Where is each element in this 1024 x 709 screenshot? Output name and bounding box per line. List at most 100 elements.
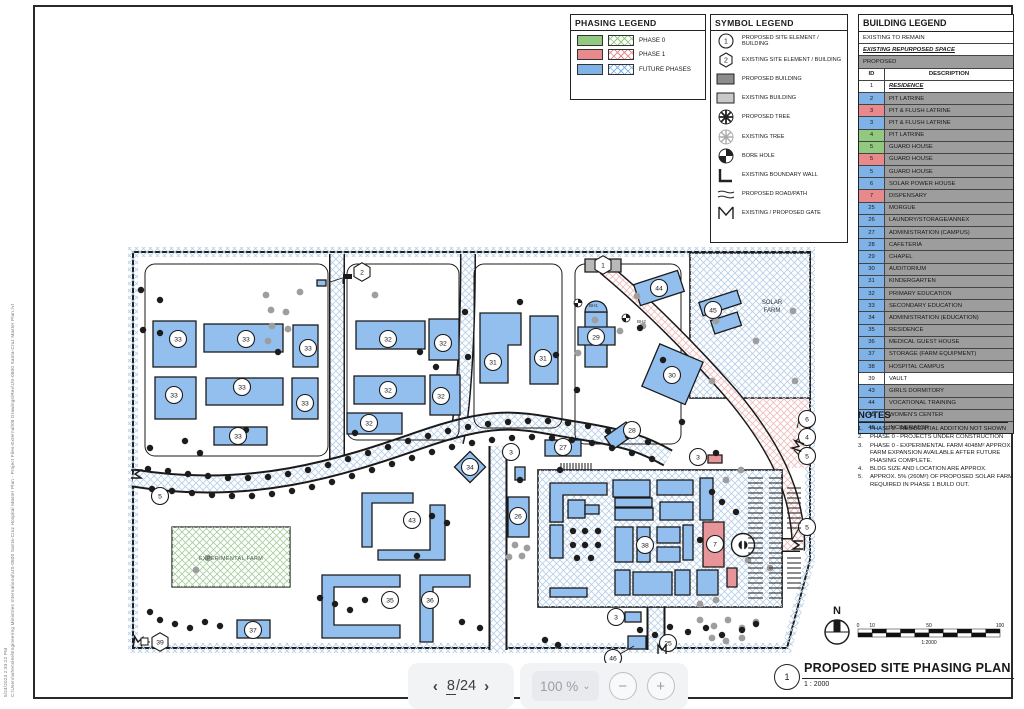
circle-marker-27: 27 [553,437,573,457]
phasing-legend-title: PHASING LEGEND [571,15,705,31]
building-future [549,524,564,559]
building-future [699,477,714,521]
existing-tree-icon [633,292,641,300]
proposed-tree-icon [328,478,336,486]
svg-text:33: 33 [170,392,178,399]
svg-text:35: 35 [386,597,394,604]
existing-tree-icon [752,337,760,345]
phase-label: FUTURE PHASES [639,65,691,73]
svg-text:30: 30 [668,372,676,379]
proposed-tree-icon [556,466,564,474]
circle-marker-34: 34 [460,457,480,477]
symbol-legend-row: PROPOSED TREE [711,108,847,127]
circle-marker-32: 32 [359,413,379,433]
existing-tree-icon [724,616,732,624]
svg-text:33: 33 [304,345,312,352]
phase-hatch-swatch [608,63,634,75]
symbol-legend-row: EXISTING TREE [711,127,847,146]
hex-number-icon: 2 [716,51,736,69]
svg-text:4: 4 [805,434,809,441]
previous-page-button[interactable]: ‹ [432,677,438,695]
proposed-tree-icon [594,541,602,549]
circle-marker-33: 33 [164,385,184,405]
solar-farm-label: SOLAR [762,300,783,306]
zoom-controls: 100 % ⌄ − + [520,663,688,709]
building-blue [321,574,401,639]
phase-solid-swatch [577,63,603,75]
building-future [656,526,681,544]
building-future [632,571,673,596]
scale-ratio-label: 1:2000 [921,640,937,646]
symbol-legend-title: SYMBOL LEGEND [711,15,847,31]
circle-marker-43: 43 [402,510,422,530]
svg-text:32: 32 [384,336,392,343]
proposed-tree-icon [361,596,369,604]
building-future [567,499,586,519]
circle-marker-45: 45 [703,300,723,320]
proposed-tree-icon [388,460,396,468]
proposed-tree-icon [168,487,176,495]
svg-text:3: 3 [614,614,618,621]
svg-text:38: 38 [641,542,649,549]
svg-text:2: 2 [360,269,364,276]
proposed-tree-icon [541,636,549,644]
proposed-tree-icon [552,351,560,359]
proposed-tree-icon [524,417,532,425]
next-page-button[interactable]: › [484,677,490,695]
symbol-label: EXISTING BUILDING [742,95,797,102]
svg-text:31: 31 [539,355,547,362]
proposed-tree-icon [732,508,740,516]
zoom-out-button[interactable]: − [608,672,637,700]
zoom-level-dropdown[interactable]: 100 % ⌄ [532,671,599,701]
proposed-tree-icon [444,427,452,435]
proposed-tree-icon [659,356,667,364]
sheet-info-vertical: 5/24/2023 2:33:22 PM C:\Users\whenslee\E… [3,297,15,697]
symbol-label: EXISTING / PROPOSED GATE [742,210,821,217]
building-future [659,501,694,521]
building-future [709,311,743,335]
note-item: 5.APPROX. 5% (260M²) OF PROPOSED SOLAR F… [858,474,1014,488]
proposed-tree-icon [208,491,216,499]
existing-tree-icon [696,600,704,608]
circle-marker-32: 32 [433,333,453,353]
svg-text:5: 5 [805,524,809,531]
symbol-label: PROPOSED SITE ELEMENT / BUILDING [742,34,819,47]
experimental-farm [171,526,291,588]
svg-text:7: 7 [713,541,717,548]
building-future [614,569,631,596]
notes-section: NOTES 1.PHASE 0 - RESIDENTIAL ADDITION N… [858,410,1014,490]
proposed-tree-icon [156,329,164,337]
circle-marker-28: 28 [622,420,642,440]
svg-text:33: 33 [242,336,250,343]
circle-marker-5: 5 [797,517,817,537]
page-number-input[interactable]: 8 [445,678,456,695]
symbol-label: PROPOSED ROAD/PATH [742,191,808,198]
circle-marker-6: 6 [797,409,817,429]
building-future [627,635,647,650]
proposed-tree-icon [648,455,656,463]
proposed-tree-icon [588,439,596,447]
proposed-tree-icon [274,348,282,356]
building-future [614,526,634,563]
symbol-label: EXISTING TREE [742,133,785,140]
proposed-tree-icon [156,296,164,304]
phasing-legend-row: FUTURE PHASES [571,60,705,75]
existing-tree-icon [791,377,799,385]
proposed-tree-icon [666,623,674,631]
zoom-in-button[interactable]: + [646,672,675,700]
bore-hole-icon [716,147,736,165]
circle-marker-37: 37 [243,620,263,640]
proposed-tree-icon [636,626,644,634]
circle-marker-4: 4 [797,427,817,447]
proposed-tree-icon [504,418,512,426]
